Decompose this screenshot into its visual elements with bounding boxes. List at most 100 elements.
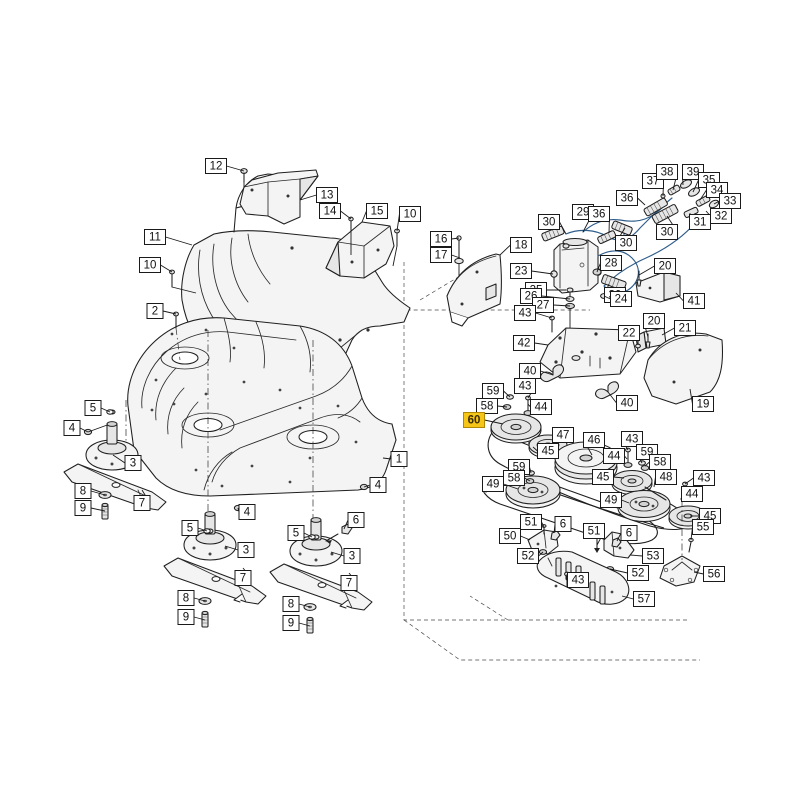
callout-36[interactable]: 36 (588, 206, 610, 222)
callout-58[interactable]: 58 (649, 454, 671, 470)
callout-44[interactable]: 44 (681, 486, 703, 502)
callout-number: 28 (605, 258, 618, 270)
callout-6[interactable]: 6 (620, 525, 638, 541)
callout-leader-line (644, 461, 650, 467)
callout-44[interactable]: 44 (603, 448, 625, 464)
callout-9[interactable]: 9 (74, 500, 92, 516)
callout-leader-line (298, 622, 311, 627)
callout-5[interactable]: 5 (181, 520, 199, 536)
callout-33[interactable]: 33 (719, 193, 741, 209)
callout-48[interactable]: 48 (655, 469, 677, 485)
callout-30[interactable]: 30 (615, 235, 637, 251)
callout-51[interactable]: 51 (520, 514, 542, 530)
callout-7[interactable]: 7 (340, 575, 358, 591)
callout-47[interactable]: 47 (552, 427, 574, 443)
callout-43[interactable]: 43 (621, 431, 643, 447)
callout-1[interactable]: 1 (390, 451, 408, 467)
callout-30[interactable]: 30 (538, 214, 560, 230)
callout-45[interactable]: 45 (592, 469, 614, 485)
callout-49[interactable]: 49 (600, 492, 622, 508)
callout-27[interactable]: 27 (532, 297, 554, 313)
callout-20[interactable]: 20 (643, 313, 665, 329)
callout-28[interactable]: 28 (600, 255, 622, 271)
callout-17[interactable]: 17 (430, 247, 452, 263)
callout-45[interactable]: 45 (537, 443, 559, 459)
callout-24[interactable]: 24 (610, 291, 632, 307)
callout-58[interactable]: 58 (503, 470, 525, 486)
callout-40[interactable]: 40 (616, 395, 638, 411)
callout-4[interactable]: 4 (238, 504, 256, 520)
callout-59[interactable]: 59 (482, 383, 504, 399)
callout-16[interactable]: 16 (430, 231, 452, 247)
callout-15[interactable]: 15 (366, 203, 388, 219)
callout-21[interactable]: 21 (674, 320, 696, 336)
callout-2[interactable]: 2 (146, 303, 164, 319)
callout-18[interactable]: 18 (510, 237, 532, 253)
callout-49[interactable]: 49 (482, 476, 504, 492)
callout-10[interactable]: 10 (399, 206, 421, 222)
callout-8[interactable]: 8 (74, 483, 92, 499)
callout-12[interactable]: 12 (205, 158, 227, 174)
callout-3[interactable]: 3 (237, 542, 255, 558)
callout-number: 30 (620, 238, 633, 250)
callout-43[interactable]: 43 (514, 378, 536, 394)
callout-23[interactable]: 23 (510, 263, 532, 279)
callout-number: 45 (597, 472, 610, 484)
callout-51[interactable]: 51 (583, 523, 605, 539)
callout-5[interactable]: 5 (84, 400, 102, 416)
callout-53[interactable]: 53 (642, 548, 664, 564)
callout-52[interactable]: 52 (517, 548, 539, 564)
callout-40[interactable]: 40 (519, 363, 541, 379)
callout-box (530, 399, 552, 415)
callout-19[interactable]: 19 (692, 396, 714, 412)
callout-7[interactable]: 7 (133, 495, 151, 511)
callout-41[interactable]: 41 (683, 293, 705, 309)
callout-3[interactable]: 3 (124, 455, 142, 471)
callout-3[interactable]: 3 (343, 548, 361, 564)
callout-leader-line (499, 244, 511, 256)
callout-58[interactable]: 58 (476, 398, 498, 414)
callout-10[interactable]: 10 (139, 257, 161, 273)
callout-43[interactable]: 43 (514, 305, 536, 321)
callout-4[interactable]: 4 (369, 477, 387, 493)
callout-42[interactable]: 42 (513, 335, 535, 351)
callout-50[interactable]: 50 (499, 528, 521, 544)
callout-5[interactable]: 5 (287, 525, 305, 541)
callout-leader-line (340, 210, 352, 220)
callout-30[interactable]: 30 (656, 224, 678, 240)
callout-43[interactable]: 43 (567, 572, 589, 588)
callout-14[interactable]: 14 (319, 203, 341, 219)
callout-box (683, 293, 705, 309)
callout-7[interactable]: 7 (234, 570, 252, 586)
callout-6[interactable]: 6 (347, 512, 365, 528)
callout-52[interactable]: 52 (627, 565, 649, 581)
callout-56[interactable]: 56 (703, 566, 725, 582)
callout-31[interactable]: 31 (689, 214, 711, 230)
callout-43[interactable]: 43 (693, 470, 715, 486)
callout-8[interactable]: 8 (282, 596, 300, 612)
callout-11[interactable]: 11 (144, 229, 166, 245)
callout-46[interactable]: 46 (583, 432, 605, 448)
callout-number: 7 (240, 573, 246, 585)
callout-number: 38 (661, 167, 674, 179)
callout-9[interactable]: 9 (282, 615, 300, 631)
callout-6[interactable]: 6 (554, 516, 572, 532)
callout-55[interactable]: 55 (692, 519, 714, 535)
callout-22[interactable]: 22 (618, 325, 640, 341)
callout-number: 12 (210, 161, 223, 173)
callout-9[interactable]: 9 (177, 609, 195, 625)
callout-box (692, 519, 714, 535)
callout-leader-line (531, 270, 554, 275)
callout-36[interactable]: 36 (616, 190, 638, 206)
callout-13[interactable]: 13 (316, 187, 338, 203)
callout-44[interactable]: 44 (530, 399, 552, 415)
callout-4[interactable]: 4 (63, 420, 81, 436)
callout-number: 21 (679, 323, 692, 335)
callout-number: 7 (346, 578, 352, 590)
callout-57[interactable]: 57 (633, 591, 655, 607)
callout-38[interactable]: 38 (656, 164, 678, 180)
callout-60-highlighted[interactable]: 60 (463, 412, 485, 428)
callout-8[interactable]: 8 (177, 590, 195, 606)
callout-32[interactable]: 32 (710, 208, 732, 224)
callout-20[interactable]: 20 (654, 258, 676, 274)
